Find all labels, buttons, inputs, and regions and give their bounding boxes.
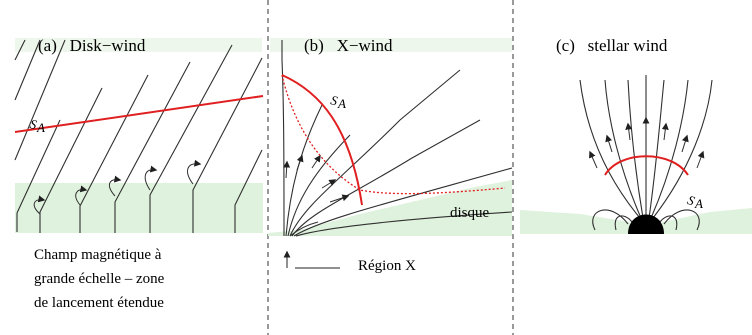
panel-b-alfven-surface	[281, 74, 363, 206]
panel-c-sa-label: S	[686, 192, 698, 208]
panel-c-tag: (c)	[556, 36, 575, 55]
panel-a-name: Disk−wind	[69, 36, 146, 55]
panel-b-sa-label: S	[329, 92, 339, 108]
disk-label: disque	[450, 205, 490, 221]
panel-a-disk	[15, 183, 263, 233]
region-x-label: Région X	[358, 258, 416, 274]
panel-b-tag: (b)	[304, 36, 324, 55]
panel-a-caption: Champ magnétique à grande échelle – zone…	[34, 243, 164, 315]
panel-a-top-haze	[15, 38, 262, 52]
panel-c-stellar-wind: S A	[520, 75, 752, 234]
panel-b-top-haze	[270, 38, 512, 52]
panel-a-sa-label: S	[29, 116, 39, 132]
caption-line-1: Champ magnétique à	[34, 247, 162, 263]
caption-line-3: de lancement étendue	[34, 295, 164, 311]
panel-b-title: (b) X−wind	[304, 36, 392, 56]
panel-c-alfven-surface	[604, 155, 689, 176]
panel-c-disk-right	[662, 208, 752, 234]
panel-a-sa-sub: A	[36, 120, 45, 135]
panel-a-tag: (a)	[38, 36, 57, 55]
panel-b-disk	[268, 180, 512, 236]
panel-c-disk-left	[520, 210, 630, 234]
star	[628, 214, 664, 234]
panel-b-name: X−wind	[336, 36, 393, 55]
caption-line-2: grande échelle – zone	[34, 271, 165, 287]
panel-c-title: (c) stellar wind	[556, 36, 667, 56]
panel-b-inner-surface	[281, 74, 506, 195]
panel-a-alfven-surface	[14, 95, 264, 133]
panel-a-disk-wind: S A	[14, 38, 264, 233]
panel-b-x-wind: S A	[268, 38, 513, 269]
panel-b-sa-sub: A	[337, 96, 346, 111]
panel-c-sa-sub: A	[694, 196, 703, 211]
panel-c-name: stellar wind	[587, 36, 668, 55]
panel-a-title: (a) Disk−wind	[38, 36, 145, 56]
